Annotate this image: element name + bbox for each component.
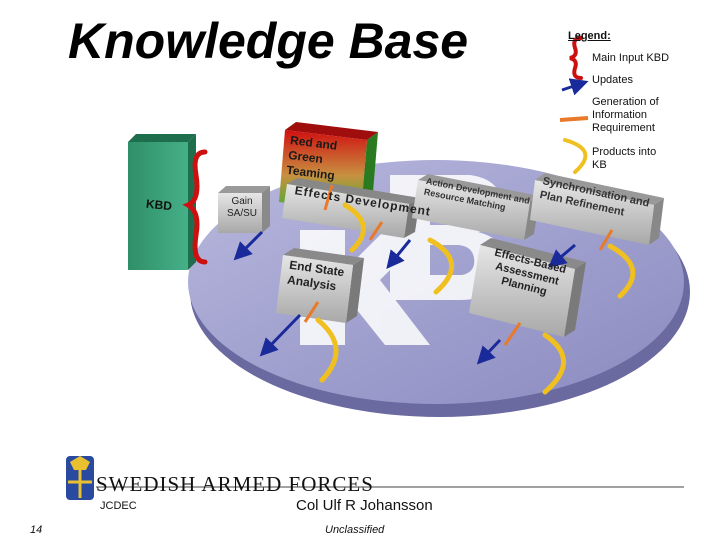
legend-products-arrow-icon (563, 138, 588, 174)
crest-icon (66, 456, 94, 500)
ebap-box (469, 238, 586, 337)
legend-item-products: Products into KB (592, 146, 657, 171)
unit-name: JCDEC (100, 500, 137, 512)
info-arrows (303, 184, 614, 346)
author-name: Col Ulf R Johansson (296, 497, 433, 514)
legend-info-arrow-icon (559, 116, 589, 122)
page-number: 14 (30, 524, 43, 536)
legend-item-info-requirement: Generation of Information Requirement (592, 96, 659, 134)
legend-item-main-input: Main Input KBD (592, 52, 670, 64)
legend-heading: Legend: (568, 30, 611, 42)
product-arrows (315, 202, 636, 395)
update-arrows (233, 230, 576, 365)
page-title: Knowledge Base (68, 13, 469, 69)
classification: Unclassified (325, 524, 385, 536)
end-state-box (276, 248, 364, 323)
sync-box (530, 173, 664, 245)
kbd-brace (182, 149, 208, 265)
kbd-label: KBD (145, 196, 173, 214)
gain-box (218, 186, 270, 233)
legend-updates-arrow-icon (561, 78, 589, 96)
org-name: SWEDISH ARMED FORCES (96, 472, 374, 496)
legend-graphics (559, 36, 589, 174)
gain-label: Gain SA/SU (226, 196, 257, 219)
legend-brace-icon (569, 36, 583, 80)
legend-item-updates: Updates (592, 74, 633, 86)
